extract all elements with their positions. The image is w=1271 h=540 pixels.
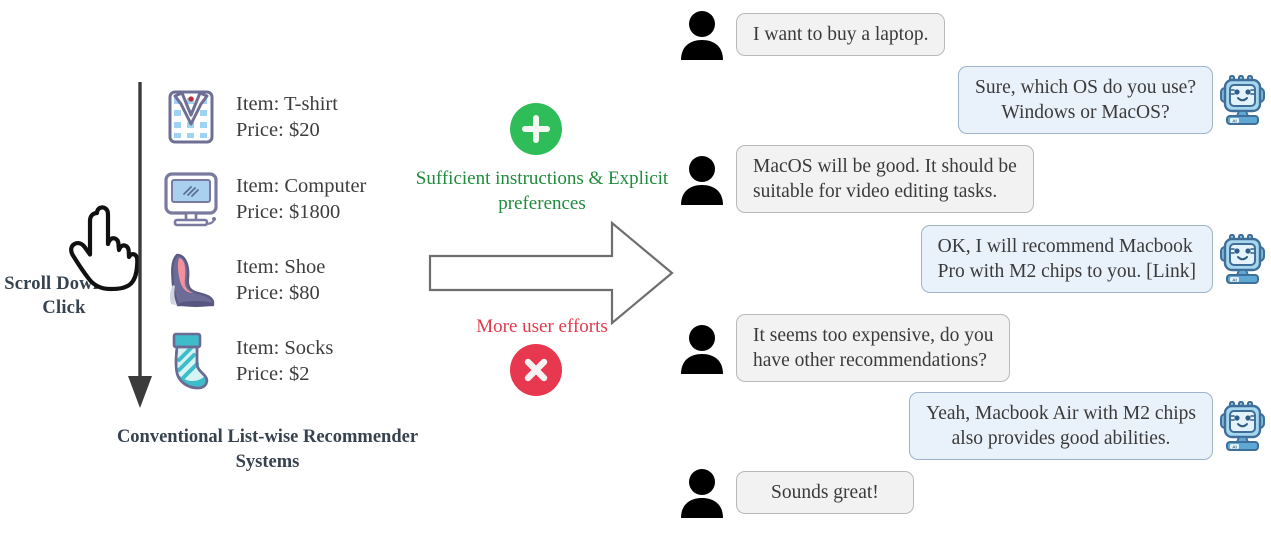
more-user-efforts-label: More user efforts xyxy=(476,316,608,337)
folded-shirt-icon xyxy=(160,84,222,150)
chat-message-bot: Yeah, Macbook Air with M2 chips also pro… xyxy=(909,392,1269,460)
striped-sock-icon xyxy=(160,328,222,394)
list-item-text: Item: Socks Price: $2 xyxy=(236,335,333,387)
chat-message-user: I want to buy a laptop. xyxy=(676,8,946,60)
chat-bubble-text: OK, I will recommend Macbook Pro with M2… xyxy=(920,225,1213,293)
list-item-text: Item: Computer Price: $1800 xyxy=(236,173,366,225)
list-item-text: Item: T-shirt Price: $20 xyxy=(236,91,338,143)
item-name: Item: Shoe xyxy=(236,256,326,278)
list-item[interactable]: Item: Socks Price: $2 xyxy=(160,328,333,394)
person-silhouette-icon xyxy=(676,322,728,374)
list-item[interactable]: Item: Shoe Price: $80 xyxy=(160,247,325,313)
list-item[interactable]: Item: T-shirt Price: $20 xyxy=(160,84,338,150)
conversational-recommender-panel: I want to buy a laptop. Sure, which OS d… xyxy=(672,0,1271,540)
person-silhouette-icon xyxy=(676,466,728,518)
sufficient-instructions-label: Sufficient instructions & Explicit prefe… xyxy=(415,168,669,214)
chat-bubble-text: Sounds great! xyxy=(736,470,914,514)
svg-text:AI: AI xyxy=(1232,118,1236,123)
person-silhouette-icon xyxy=(676,153,728,205)
chat-message-bot: OK, I will recommend Macbook Pro with M2… xyxy=(920,225,1269,293)
svg-text:AI: AI xyxy=(1232,444,1236,449)
red-cross-circle-icon xyxy=(510,344,562,396)
chat-message-user: It seems too expensive, do you have othe… xyxy=(676,314,1011,382)
panel-caption: Conventional List-wise Recommender Syste… xyxy=(116,427,419,472)
transition-annotations-panel: Sufficient instructions & Explicit prefe… xyxy=(410,0,675,540)
item-price: Price: $80 xyxy=(236,282,320,304)
item-price: Price: $2 xyxy=(236,363,310,385)
green-plus-circle-icon xyxy=(510,103,562,155)
right-block-arrow-icon xyxy=(426,218,676,328)
item-price: Price: $1800 xyxy=(236,201,341,223)
chat-message-bot: Sure, which OS do you use? Windows or Ma… xyxy=(958,66,1269,134)
ai-robot-icon: AI xyxy=(1219,233,1269,285)
svg-text:AI: AI xyxy=(1232,277,1236,282)
item-price: Price: $20 xyxy=(236,119,320,141)
item-name: Item: Socks xyxy=(236,337,334,359)
desktop-computer-icon xyxy=(160,166,222,232)
list-item[interactable]: Item: Computer Price: $1800 xyxy=(160,166,366,232)
ai-robot-icon: AI xyxy=(1219,74,1269,126)
item-name: Item: Computer xyxy=(236,175,367,197)
person-silhouette-icon xyxy=(676,8,728,60)
pointing-hand-cursor-icon xyxy=(64,204,140,292)
chat-message-user: Sounds great! xyxy=(676,466,914,518)
chat-bubble-text: It seems too expensive, do you have othe… xyxy=(736,314,1011,382)
scroll-down-arrow-icon xyxy=(114,80,166,410)
chat-bubble-text: I want to buy a laptop. xyxy=(736,12,946,56)
conventional-recommender-panel: Scroll Down & Click xyxy=(0,0,420,540)
chat-bubble-text: Sure, which OS do you use? Windows or Ma… xyxy=(958,66,1213,134)
chat-message-user: MacOS will be good. It should be suitabl… xyxy=(676,145,1034,213)
item-name: Item: T-shirt xyxy=(236,93,338,115)
high-heel-shoe-icon xyxy=(160,247,222,313)
chat-bubble-text: MacOS will be good. It should be suitabl… xyxy=(736,145,1034,213)
chat-bubble-text: Yeah, Macbook Air with M2 chips also pro… xyxy=(909,392,1213,460)
list-item-text: Item: Shoe Price: $80 xyxy=(236,254,325,306)
ai-robot-icon: AI xyxy=(1219,400,1269,452)
